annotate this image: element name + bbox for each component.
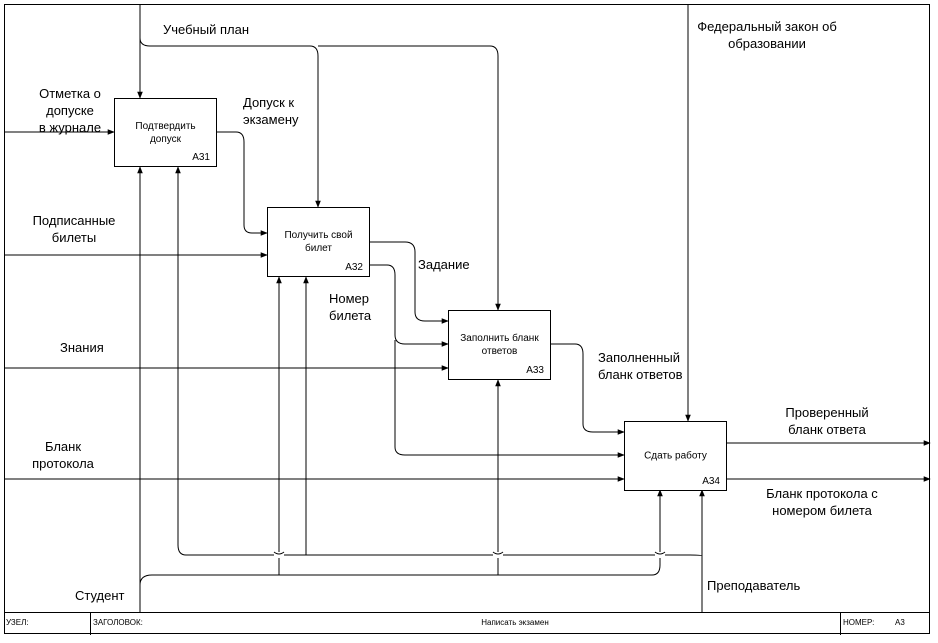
label-filled-form: Заполненный бланк ответов <box>598 350 683 382</box>
label-student: Студент <box>75 588 125 603</box>
label-task: Задание <box>418 257 470 272</box>
diagram-frame <box>4 4 930 634</box>
label-admission: Допуск к экзамену <box>243 95 299 127</box>
activity-name: Заполнить бланк ответов <box>460 333 539 357</box>
label-admission-mark: Отметка о допуске в журнале <box>38 86 102 135</box>
activity-box-a32[interactable]: Получить свой билет А32 <box>267 207 370 277</box>
label-protocol: Бланк протокола <box>32 439 94 471</box>
arrow-plan-a33 <box>318 45 501 311</box>
activity-name: Подтвердить допуск <box>135 120 196 145</box>
label-teacher: Преподаватель <box>707 578 801 593</box>
diagram-footer: УЗЕЛ: ЗАГОЛОВОК: Написать экзамен НОМЕР:… <box>4 612 930 635</box>
footer-title-value: Написать экзамен <box>481 618 549 627</box>
arrow-student-bus <box>139 489 663 586</box>
label-plan: Учебный план <box>163 22 249 37</box>
activity-name: Получить свой билет <box>284 230 353 254</box>
label-ticket-number: Номер билета <box>329 291 372 323</box>
activity-box-a33[interactable]: Заполнить бланк ответов А33 <box>448 310 551 380</box>
activity-box-a34[interactable]: Сдать работу А34 <box>624 421 727 491</box>
activity-name: Сдать работу <box>644 450 707 462</box>
arrow-filled-form <box>551 343 625 435</box>
activity-code: А31 <box>192 152 210 163</box>
arrow-task <box>370 241 449 324</box>
label-signed-tickets: Подписанные билеты <box>32 213 116 245</box>
footer-number-value: А3 <box>895 618 905 627</box>
label-law: Федеральный закон об образовании <box>697 19 837 51</box>
arrow-ticket-number <box>370 264 449 347</box>
label-protocol-out: Бланк протокола с номером билета <box>766 486 878 518</box>
arrow-plan-branch <box>139 37 321 208</box>
activity-code: А32 <box>345 262 363 273</box>
arrow-ticket-number-a34 <box>394 340 625 458</box>
arrow-teacher-bus <box>175 166 703 557</box>
activity-code: А33 <box>526 365 544 376</box>
activity-box-a31[interactable]: Подтвердить допуск А31 <box>114 98 217 167</box>
arrow-admission <box>216 131 268 236</box>
activity-code: А34 <box>702 476 720 487</box>
footer-title-label: ЗАГОЛОВОК: <box>90 613 190 635</box>
label-checked: Проверенный бланк ответа <box>785 405 869 437</box>
footer-node-label: УЗЕЛ: <box>6 618 29 627</box>
label-knowledge: Знания <box>60 340 104 355</box>
footer-number-label: НОМЕР: <box>840 613 900 635</box>
